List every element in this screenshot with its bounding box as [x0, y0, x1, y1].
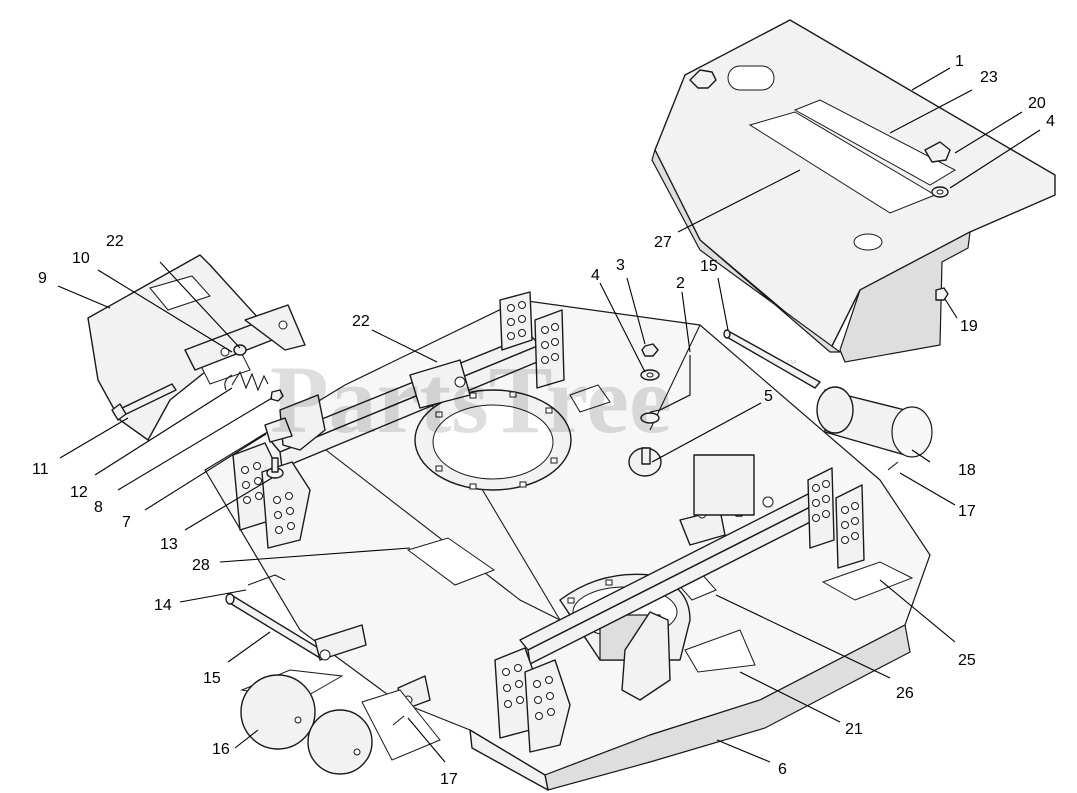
decal-lower-mid [361, 689, 441, 761]
adjust-stud-2 [649, 355, 691, 413]
decal-25 [821, 561, 914, 601]
leader-lines [57, 67, 1041, 763]
callout-17-left: 17 [440, 771, 458, 788]
belt-cover [651, 19, 1056, 363]
callout-28: 28 [192, 557, 210, 574]
callout-18: 18 [958, 462, 976, 479]
callout-26: 26 [896, 685, 914, 702]
callout-13: 13 [160, 536, 178, 553]
callout-10: 10 [72, 250, 90, 267]
callout-23: 23 [980, 69, 998, 86]
nut-3 [641, 343, 659, 357]
callout-20: 20 [1028, 95, 1046, 112]
bolt-11 [111, 383, 177, 421]
left-belt-cover [87, 254, 306, 441]
callout-4-right: 4 [1046, 113, 1055, 130]
cylinder-18 [816, 386, 933, 458]
decal-21 [684, 629, 756, 673]
callout-12: 12 [70, 484, 88, 501]
bracket-top-center [499, 291, 565, 389]
callout-2: 2 [676, 275, 685, 292]
decal-28 [406, 537, 496, 586]
callout-27: 27 [654, 234, 672, 251]
bolt-5 [628, 447, 662, 477]
watermark-trademark: ™ [785, 357, 797, 371]
callout-3: 3 [616, 257, 625, 274]
callout-16: 16 [212, 741, 230, 758]
cotter-pin-17-left [392, 715, 405, 726]
watermark: PartsTree [270, 346, 672, 453]
callout-9: 9 [38, 270, 47, 287]
callout-6: 6 [778, 761, 787, 778]
rear-pins [693, 454, 755, 517]
front-frame-bar [269, 334, 543, 469]
bracket-top-left [232, 442, 311, 549]
nut-8 [270, 389, 284, 402]
nut-19 [935, 287, 949, 301]
callout-21: 21 [845, 721, 863, 738]
bracket-7 [264, 417, 293, 443]
callout-15-top: 15 [700, 258, 718, 275]
blade-ring-top [414, 389, 572, 491]
washer-center [640, 412, 660, 424]
arm-plate-left [314, 624, 367, 661]
callout-labels: 1 23 20 4 27 19 15 2 3 4 5 22 22 10 9 11… [32, 53, 1055, 788]
callout-1: 1 [955, 53, 964, 70]
callout-25: 25 [958, 652, 976, 669]
spring-12 [224, 370, 269, 392]
callout-15-bottom: 15 [203, 670, 221, 687]
callout-5: 5 [764, 388, 773, 405]
bracket-bottom [494, 647, 571, 753]
gusset-bottom-center [621, 611, 671, 701]
decal-center [569, 384, 611, 413]
cotter-pin-17-right [887, 461, 899, 471]
callout-22-left: 22 [106, 233, 124, 250]
ball-16-left [240, 674, 316, 750]
rod-15-top [723, 329, 821, 389]
washer-10 [233, 344, 247, 356]
callout-4-center: 4 [591, 267, 600, 284]
callout-19: 19 [960, 318, 978, 335]
callout-11: 11 [32, 461, 49, 478]
callout-14: 14 [154, 597, 172, 614]
callout-22-center: 22 [352, 313, 370, 330]
bracket-right [807, 467, 865, 569]
bolt-13 [266, 457, 284, 479]
callout-7: 7 [122, 514, 131, 531]
callout-17-right: 17 [958, 503, 976, 520]
callout-8: 8 [94, 499, 103, 516]
pin-14 [247, 574, 286, 586]
ball-16-right [307, 709, 373, 775]
